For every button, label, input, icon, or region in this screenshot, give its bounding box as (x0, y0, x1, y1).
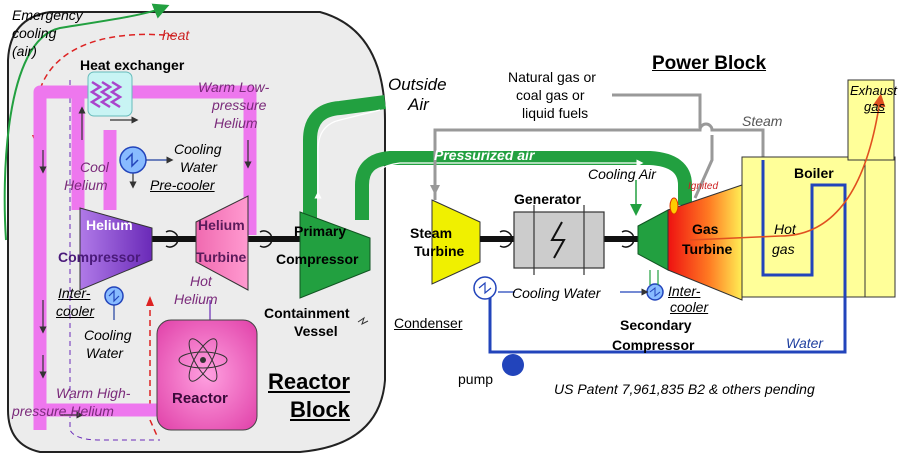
label-hot-helium-1: Hot (190, 273, 212, 289)
label-warm-low-3: Helium (214, 115, 258, 131)
label-patent: US Patent 7,961,835 B2 & others pending (554, 381, 815, 397)
label-warm-low-1: Warm Low- (198, 79, 270, 95)
pre-cooler (119, 146, 147, 174)
label-warm-low-2: pressure (212, 97, 267, 113)
label-gas-turbine-1: Gas (692, 221, 719, 237)
label-fuels-3: liquid fuels (522, 105, 589, 121)
primary-compressor (299, 211, 371, 299)
label-fuels-2: coal gas or (516, 87, 585, 103)
label-emergency-1: Emergency (12, 7, 83, 23)
label-steam-turbine-1: Steam (410, 225, 453, 241)
boiler-coils (485, 160, 847, 354)
helium-turbine (195, 195, 249, 291)
label-emergency-2: cooling (12, 25, 57, 41)
label-hot-gas-2: gas (772, 241, 795, 257)
secondary-compressor (637, 209, 669, 271)
emergency-cooling-line (3, 3, 170, 241)
pressurized-air-pipe (355, 151, 692, 220)
label-heat-exchanger: Heat exchanger (80, 57, 185, 73)
label-helium-turbine-2: Turbine (196, 249, 247, 265)
label-pump: pump (458, 371, 494, 387)
steam-line (433, 122, 765, 200)
label-containment-2: Vessel (294, 323, 338, 339)
label-containment-1: Containment (264, 305, 350, 321)
label-outside-air-2: Air (408, 95, 429, 114)
label-hot-gas-1: Hot (774, 221, 796, 237)
label-fuels-1: Natural gas or (508, 69, 596, 85)
label-intercooler-right-2: cooler (670, 299, 709, 315)
label-generator: Generator (514, 191, 581, 207)
label-cooling-water-b1: Cooling (84, 327, 132, 343)
label-condenser: Condenser (394, 315, 463, 331)
label-hot-helium-2: Helium (174, 291, 218, 307)
label-cooling-air: Cooling Air (588, 166, 656, 182)
hot-gas-line (689, 93, 886, 241)
label-helium-compressor-1: Helium (86, 217, 133, 233)
label-gas-turbine-2: Turbine (682, 241, 733, 257)
boiler-side (864, 156, 896, 298)
label-cooling-water-b2: Water (86, 345, 124, 361)
helium-compressor (79, 207, 153, 291)
label-steam-turbine-2: Turbine (414, 243, 465, 259)
label-warm-high-1: Warm High- (56, 385, 131, 401)
label-power-block: Power Block (652, 53, 767, 74)
label-primary-compressor-2: Compressor (276, 251, 359, 267)
label-heat: heat (162, 27, 190, 43)
outside-air-pipe (303, 95, 386, 235)
pump (502, 354, 524, 376)
label-primary-compressor-1: Primary (294, 223, 347, 239)
label-helium-turbine-1: Helium (198, 217, 245, 233)
label-helium-compressor-2: Compressor (58, 249, 141, 265)
label-cooling-water-c: Cooling Water (512, 285, 601, 301)
label-reactor-block-1: Reactor (268, 369, 350, 394)
label-intercooler-right-1: Inter- (668, 283, 701, 299)
label-exhaust-1: Exhaust (850, 83, 897, 98)
label-exhaust-2: gas (864, 99, 885, 114)
label-cool-helium-2: Helium (64, 177, 108, 193)
label-cool-helium-1: Cool (80, 159, 109, 175)
label-warm-high-2: pressure Helium (12, 403, 114, 419)
fuel-line (612, 93, 714, 199)
gas-turbine (667, 184, 743, 301)
label-emergency-3: (air) (12, 43, 37, 59)
label-reactor: Reactor (172, 390, 228, 407)
label-steam: Steam (742, 113, 783, 129)
label-ignited: Ignited (688, 181, 719, 192)
label-intercooler-left-2: cooler (56, 303, 95, 319)
heat-line (35, 33, 176, 150)
label-cooling-water-a2: Water (180, 159, 218, 175)
label-intercooler-left-1: Inter- (58, 285, 91, 301)
reactor-core (156, 319, 258, 431)
label-secondary-compressor-1: Secondary (620, 317, 692, 333)
label-boiler: Boiler (794, 165, 834, 181)
label-outside-air-1: Outside (388, 75, 447, 94)
label-reactor-block-2: Block (290, 397, 350, 422)
label-secondary-compressor-2: Compressor (612, 337, 695, 353)
steam-turbine (431, 199, 481, 285)
label-cooling-water-a1: Cooling (174, 141, 222, 157)
label-water: Water (786, 335, 824, 351)
label-pressurized-air: Pressurized air (434, 147, 535, 163)
label-pre-cooler: Pre-cooler (150, 177, 215, 193)
